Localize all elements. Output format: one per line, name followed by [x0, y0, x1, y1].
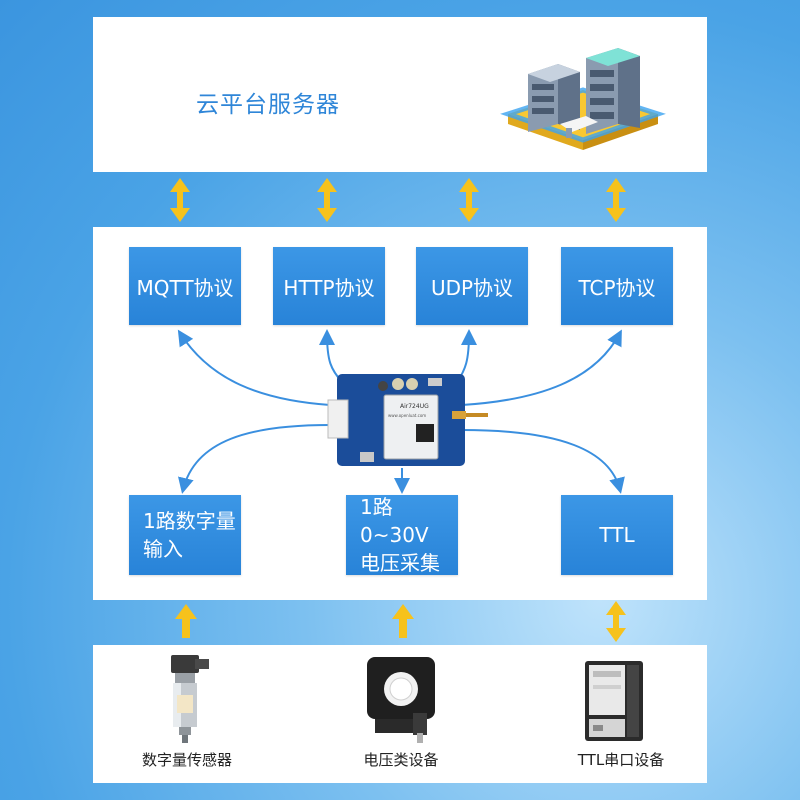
io-label-line1: 1路数字量	[143, 509, 236, 533]
device-panel: 数字量传感器 电压类设备 TTL串口设备	[93, 645, 707, 783]
connector-digital	[178, 424, 331, 494]
io-label-line2: 电压采集	[360, 551, 440, 575]
io-label-line1: 1路0~30V	[360, 495, 429, 547]
up-arrow-icon	[392, 604, 414, 638]
protocol-box-mqtt: MQTT协议	[129, 247, 241, 325]
io-label-line2: 输入	[143, 537, 183, 561]
current-transformer-icon	[367, 657, 435, 743]
device-label: TTL串口设备	[577, 751, 665, 769]
device-label: 数字量传感器	[141, 751, 232, 769]
server-icon	[500, 48, 666, 150]
pressure-sensor-icon	[171, 655, 209, 743]
protocol-label: HTTP协议	[283, 275, 375, 300]
protocol-box-http: HTTP协议	[273, 247, 385, 325]
cloud-panel: 云平台服务器	[93, 17, 707, 172]
printer-device-icon	[585, 661, 643, 741]
connector-tcp	[461, 329, 622, 406]
protocol-box-udp: UDP协议	[416, 247, 528, 325]
chip-text: Air724UG	[400, 403, 429, 410]
io-box-ttl: TTL	[561, 495, 673, 575]
double-arrow-icon	[459, 178, 479, 222]
protocol-label: TCP协议	[578, 275, 656, 300]
connector-ttl	[461, 429, 625, 494]
protocol-label: UDP协议	[430, 275, 514, 300]
io-label: TTL	[599, 523, 635, 547]
iot-module-board-icon: Air724UG www.openluat.com	[327, 374, 488, 466]
protocol-label: MQTT协议	[136, 275, 234, 300]
chip-subtext: www.openluat.com	[388, 413, 426, 418]
double-arrow-icon	[606, 178, 626, 222]
protocol-box-tcp: TCP协议	[561, 247, 673, 325]
device-label: 电压类设备	[363, 751, 439, 769]
io-box-voltage: 1路0~30V 电压采集	[346, 495, 458, 575]
io-box-digital-input: 1路数字量 输入	[129, 495, 241, 575]
up-arrow-icon	[175, 604, 197, 638]
cloud-title: 云平台服务器	[196, 92, 340, 118]
double-arrow-icon	[170, 178, 190, 222]
double-arrow-icon	[317, 178, 337, 222]
module-panel: MQTT协议 HTTP协议 UDP协议 TCP协议 1路数字量 输入 1路0~3…	[93, 227, 707, 600]
double-arrow-icon	[606, 601, 626, 642]
connector-mqtt	[177, 329, 331, 406]
